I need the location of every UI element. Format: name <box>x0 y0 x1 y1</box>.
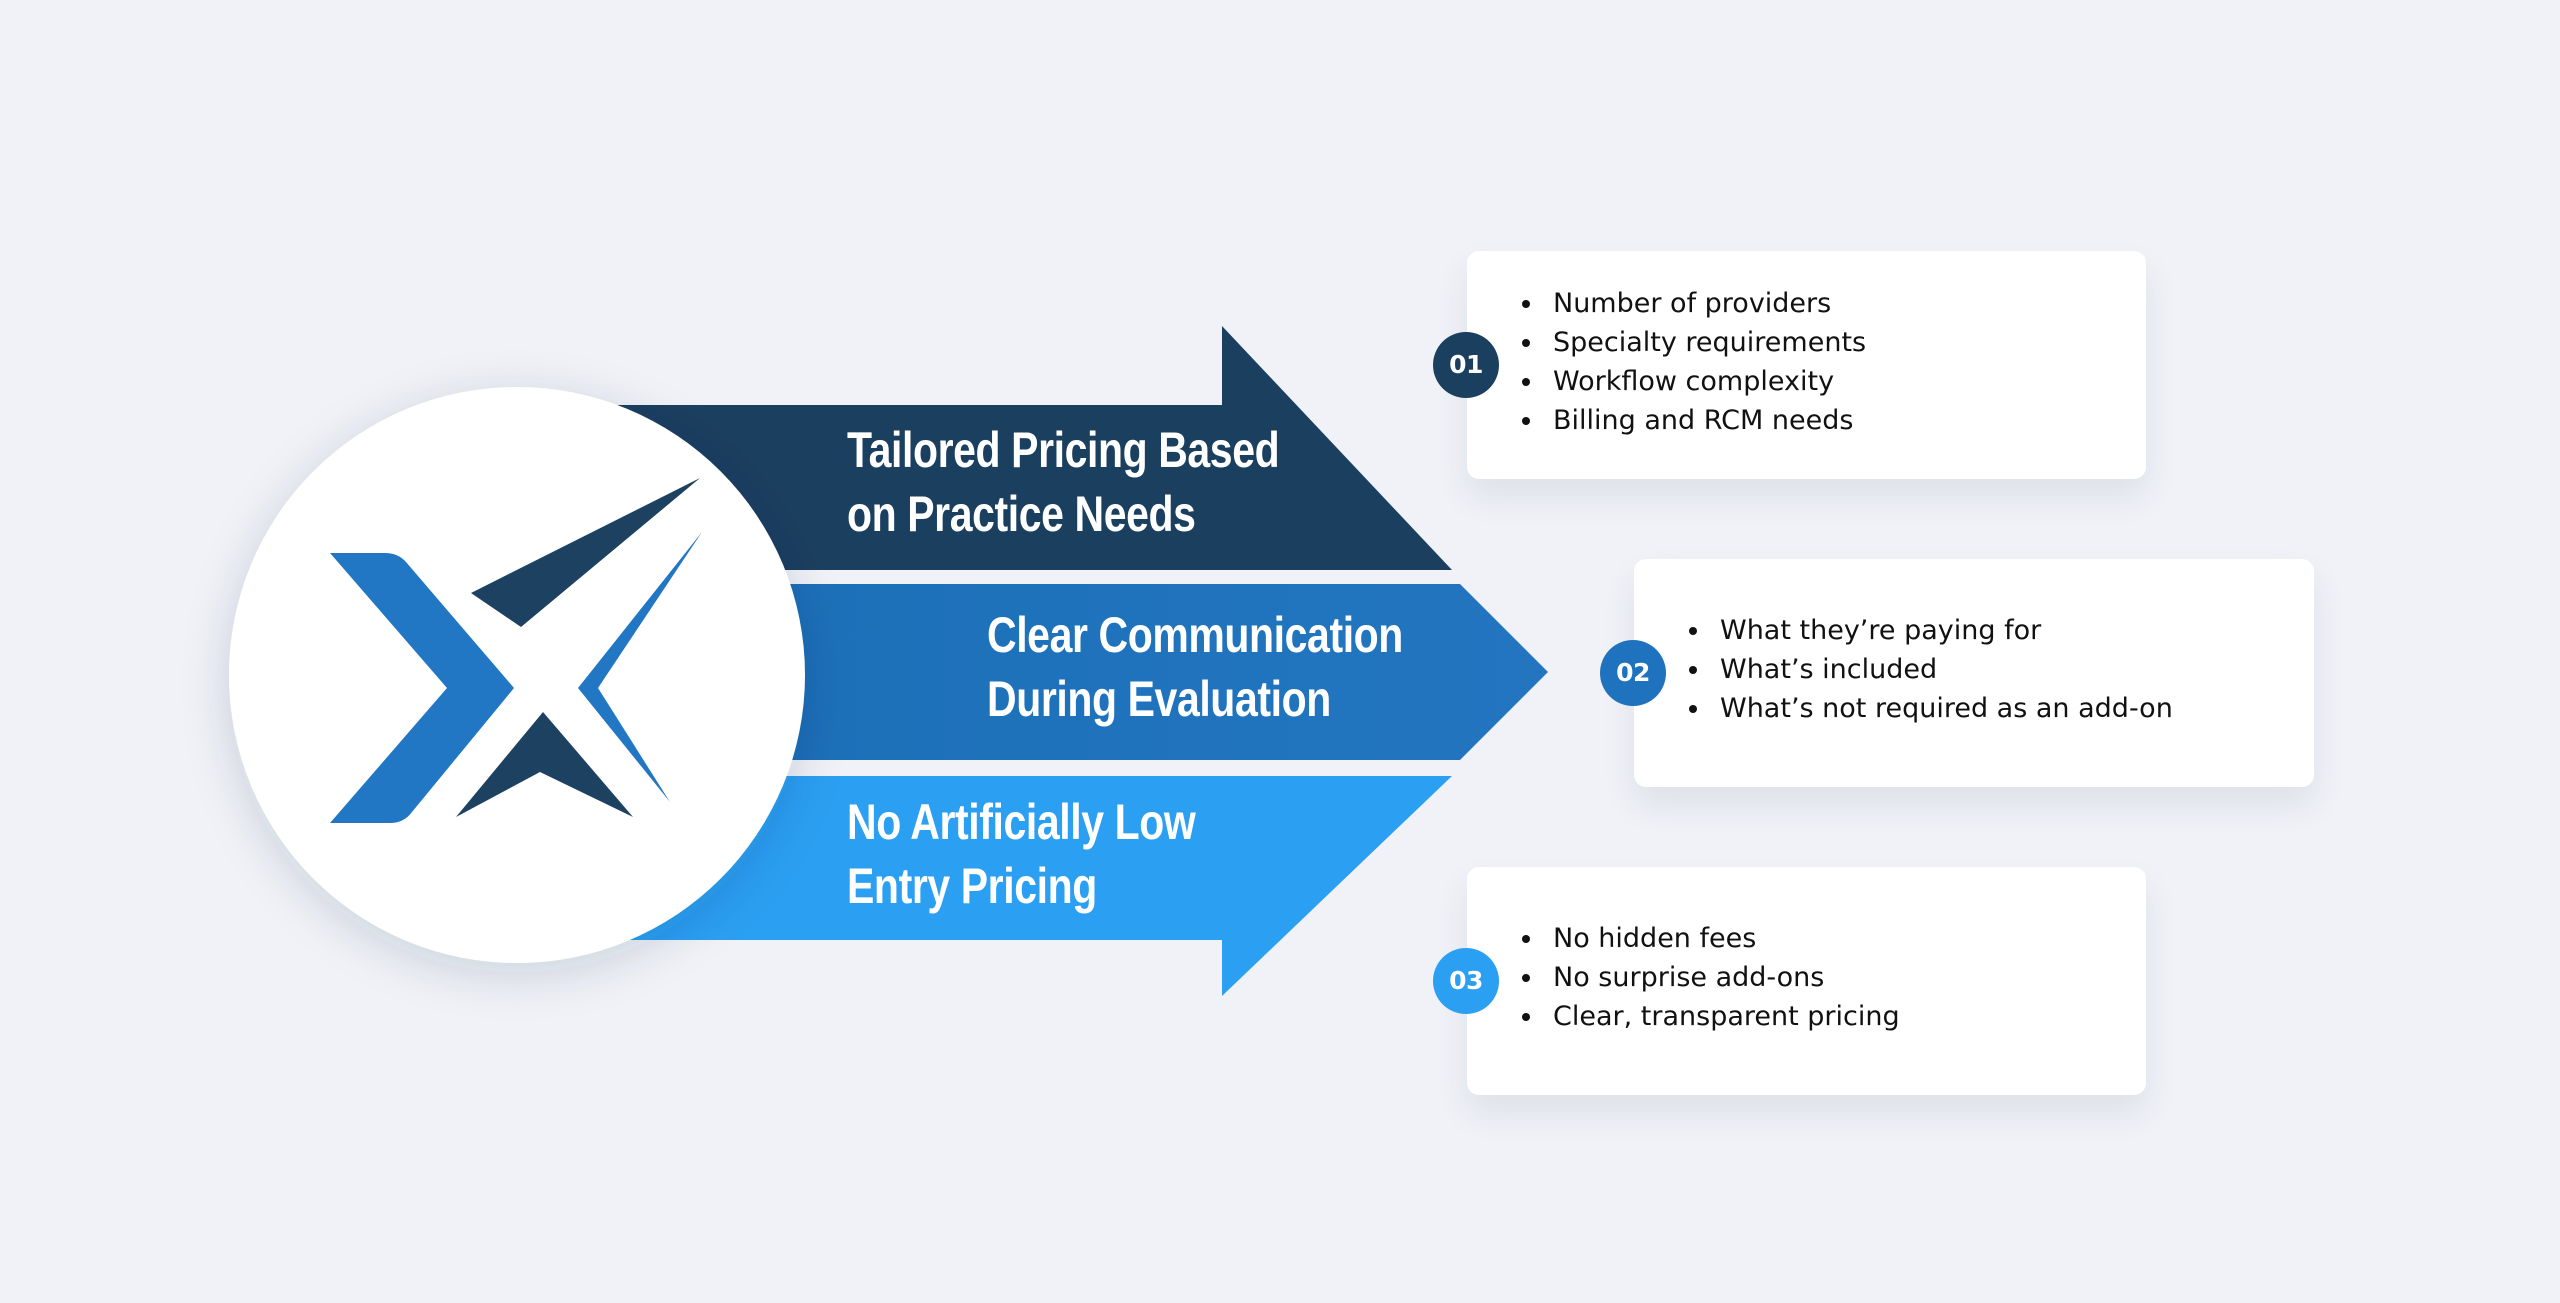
list-item: No hidden fees <box>1545 919 2146 958</box>
step-2-card: What they’re paying for What’s included … <box>1634 559 2314 787</box>
step-3-card: No hidden fees No surprise add-ons Clear… <box>1467 867 2146 1095</box>
step-1-title: Tailored Pricing Based on Practice Needs <box>847 418 1280 546</box>
step-3-title: No Artificially Low Entry Pricing <box>847 790 1196 918</box>
list-item: Number of providers <box>1545 284 2146 323</box>
list-item: Clear, transparent pricing <box>1545 997 2146 1036</box>
step-1-card: Number of providers Specialty requiremen… <box>1467 251 2146 479</box>
step-3-title-line-1: No Artificially Low <box>847 794 1196 850</box>
list-item: Specialty requirements <box>1545 323 2146 362</box>
list-item: What’s included <box>1712 650 2314 689</box>
arrow-3 <box>600 776 1452 996</box>
arrow-1 <box>600 326 1452 570</box>
arrow-2 <box>600 584 1548 760</box>
step-2-title-line-1: Clear Communication <box>987 607 1403 663</box>
logo-circle <box>229 387 805 963</box>
step-2-title: Clear Communication During Evaluation <box>987 603 1403 731</box>
step-2-bullet-list: What they’re paying for What’s included … <box>1634 611 2314 728</box>
step-1-title-line-1: Tailored Pricing Based <box>847 422 1280 478</box>
list-item: Billing and RCM needs <box>1545 401 2146 440</box>
list-item: No surprise add-ons <box>1545 958 2146 997</box>
x-checkmark-logo-icon <box>330 478 702 823</box>
step-1-bullet-list: Number of providers Specialty requiremen… <box>1467 284 2146 440</box>
step-3-title-line-2: Entry Pricing <box>847 858 1097 914</box>
list-item: What’s not required as an add-on <box>1712 689 2314 728</box>
list-item: Workflow complexity <box>1545 362 2146 401</box>
step-1-number-badge: 01 <box>1433 332 1499 398</box>
list-item: What they’re paying for <box>1712 611 2314 650</box>
step-2-number-badge: 02 <box>1600 640 1666 706</box>
step-3-bullet-list: No hidden fees No surprise add-ons Clear… <box>1467 919 2146 1036</box>
step-1-title-line-2: on Practice Needs <box>847 486 1196 542</box>
step-2-title-line-2: During Evaluation <box>987 671 1331 727</box>
step-3-number-badge: 03 <box>1433 948 1499 1014</box>
